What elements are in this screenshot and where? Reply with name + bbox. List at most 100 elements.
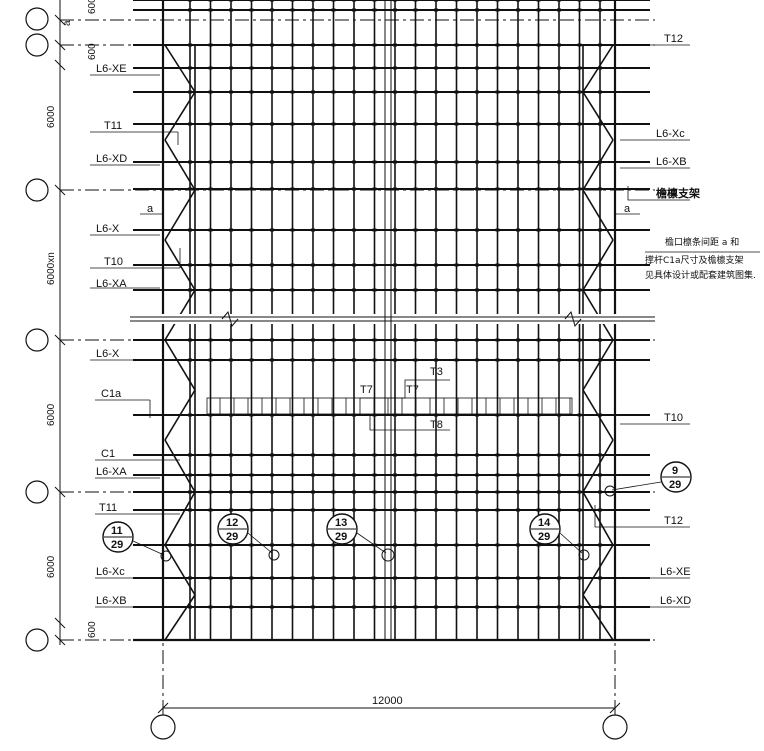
tie-mark [454, 66, 459, 70]
tie-mark [434, 90, 438, 94]
tie-mark [270, 0, 274, 2]
label-t12-bottom-right: T12 [664, 515, 683, 527]
tie-mark [290, 66, 295, 70]
dim-600-second: 600 [87, 43, 98, 60]
tie-mark [311, 66, 315, 70]
label-t7-left: T7 [360, 384, 373, 396]
tie-marks [188, 0, 602, 609]
tie-mark [311, 453, 315, 457]
tie-mark [454, 508, 459, 512]
tie-mark [208, 66, 213, 70]
tie-mark [434, 490, 438, 494]
dim-a-marker: a [62, 20, 73, 26]
tie-mark [495, 473, 500, 477]
tie-mark [208, 338, 213, 342]
tie-mark [413, 453, 418, 457]
tie-mark [516, 490, 520, 494]
tie-mark [372, 0, 377, 2]
tie-mark [577, 338, 582, 342]
axis-bubbles [25, 7, 628, 740]
tie-mark [290, 453, 295, 457]
tie-mark [536, 90, 541, 94]
tie-mark [536, 473, 541, 477]
tie-mark [188, 187, 192, 191]
tie-mark [270, 576, 274, 580]
tie-mark [311, 576, 315, 580]
detail-12-num: 12 [226, 517, 238, 529]
tie-mark [434, 122, 438, 126]
tie-mark [249, 43, 254, 47]
tie-mark [598, 122, 602, 126]
tie-mark [577, 473, 582, 477]
tie-mark [311, 0, 315, 2]
tie-mark [475, 160, 479, 164]
tie-mark [331, 490, 336, 494]
tie-mark [454, 413, 459, 417]
tie-mark [516, 43, 520, 47]
tie-mark [557, 605, 561, 609]
detail-11-sheet: 29 [111, 539, 123, 551]
tie-mark [249, 288, 254, 292]
tie-mark [393, 43, 397, 47]
tie-mark [495, 288, 500, 292]
tie-mark [475, 66, 479, 70]
tie-mark [311, 543, 315, 547]
tie-mark [372, 187, 377, 191]
tie-mark [270, 508, 274, 512]
tie-mark [536, 413, 541, 417]
tie-mark [290, 160, 295, 164]
tie-mark [290, 228, 295, 232]
tie-mark [516, 543, 520, 547]
tie-mark [372, 8, 377, 12]
tie-mark [557, 187, 561, 191]
tie-mark [495, 263, 500, 267]
tie-mark [393, 288, 397, 292]
dim-12000: 12000 [372, 695, 403, 707]
tie-mark [229, 576, 233, 580]
note-line-1: 檐口檩条间距 a 和 [665, 236, 739, 248]
tie-mark [516, 338, 520, 342]
tie-mark [331, 413, 336, 417]
tie-mark [311, 187, 315, 191]
tie-mark [413, 90, 418, 94]
tie-mark [495, 543, 500, 547]
tie-mark [249, 90, 254, 94]
tie-mark [249, 187, 254, 191]
tie-mark [188, 605, 192, 609]
tie-mark [393, 576, 397, 580]
tie-mark [290, 263, 295, 267]
tie-mark [290, 543, 295, 547]
axis-bubble-1 [25, 7, 49, 31]
tie-mark [229, 490, 233, 494]
tie-mark [372, 358, 377, 362]
tie-mark [413, 0, 418, 2]
tie-mark [454, 0, 459, 2]
tie-mark [557, 122, 561, 126]
tie-mark [577, 122, 582, 126]
grid-lines [60, 0, 655, 700]
tie-mark [393, 413, 397, 417]
tie-mark [475, 605, 479, 609]
label-t10-right: T10 [664, 412, 683, 424]
tie-mark [577, 288, 582, 292]
tie-mark [270, 228, 274, 232]
right-labels: T12 L6-Xc L6-XB 檐檩支架 T10 T12 L6-XE L6-XD [656, 33, 700, 607]
tie-mark [536, 358, 541, 362]
tie-mark [331, 0, 336, 2]
tie-mark [270, 413, 274, 417]
tie-mark [475, 228, 479, 232]
tie-mark [290, 508, 295, 512]
tie-mark [393, 508, 397, 512]
brace [164, 491, 196, 546]
tie-mark [475, 490, 479, 494]
left-leaders [90, 74, 181, 608]
offset-a-left: a [147, 203, 154, 215]
tie-mark [475, 8, 479, 12]
tie-mark [208, 8, 213, 12]
tie-mark [249, 160, 254, 164]
label-l6-xa-1: L6-XA [96, 278, 127, 290]
tie-mark [475, 263, 479, 267]
tie-mark [208, 228, 213, 232]
tie-mark [393, 263, 397, 267]
tie-mark [495, 8, 500, 12]
